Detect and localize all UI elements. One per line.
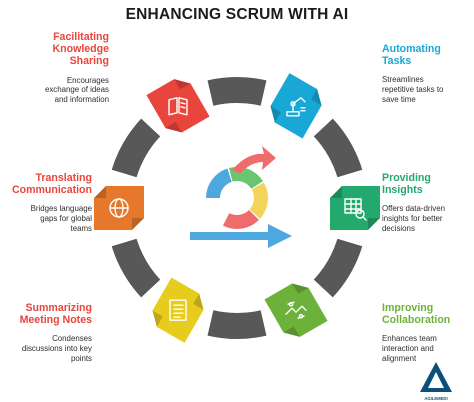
cycle-ring (94, 73, 380, 343)
segment-translating-communication (94, 186, 144, 230)
globe-icon (109, 198, 129, 218)
ring-connector (111, 238, 161, 298)
svg-text:AGILEMEDI: AGILEMEDI (424, 396, 447, 401)
segment-summarizing-meeting-notes (152, 277, 204, 343)
cycle-arc (222, 210, 259, 229)
ring-connector (207, 310, 267, 340)
ring-connector (313, 238, 363, 298)
diagram-title: ENHANCING SCRUM WITH AI (125, 6, 349, 23)
forward-arrow-icon (190, 224, 292, 248)
segment-automating-tasks (270, 73, 322, 139)
notes-list-icon (169, 299, 187, 321)
cycle-arc (249, 182, 268, 219)
collaboration-icon (285, 301, 307, 319)
ring-connector (111, 118, 161, 178)
ring-connector (313, 118, 363, 178)
scrum-cycle-icon (190, 146, 292, 248)
ring-connector (207, 77, 267, 106)
robot-arm-icon (286, 97, 306, 117)
segment-improving-collaboration (264, 283, 328, 337)
data-table-search-icon (344, 198, 367, 221)
segment-facilitating-knowledge-sharing (146, 79, 210, 133)
book-icon (168, 97, 188, 116)
agilemedi-logo: AGILEMEDI (420, 362, 452, 401)
cycle-arc (206, 168, 232, 198)
segment-providing-insights (330, 186, 380, 230)
cycle-arrow-icon (232, 146, 276, 174)
